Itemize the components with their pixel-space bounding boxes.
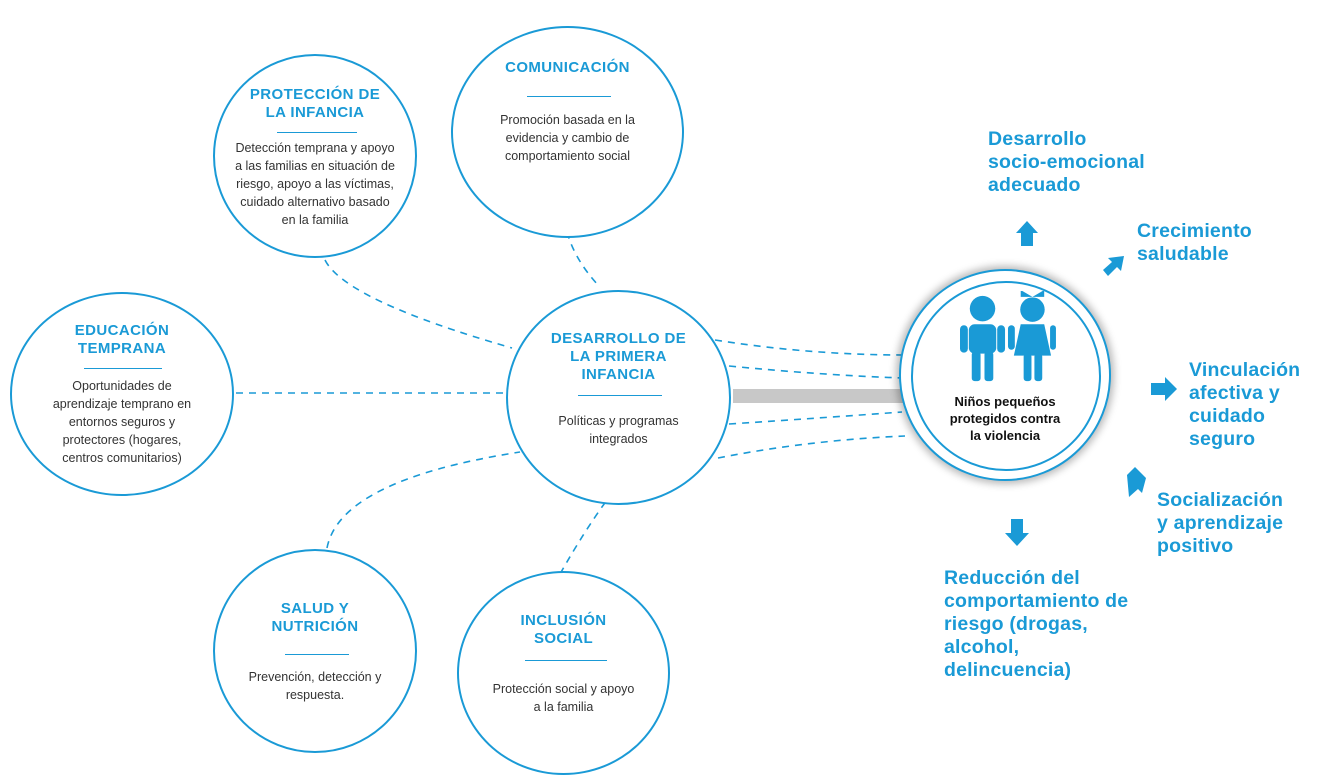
node-title: SALUD Y NUTRICIÓN [271,600,359,635]
arrow-icon [1127,463,1146,497]
node-title: COMUNICACIÓN [505,59,630,76]
node-description: Protección social y apoyo a la familia [492,682,635,714]
hub-circle: Niños pequeños protegidos contra la viol… [899,269,1111,481]
children-icon [960,291,1056,382]
arrow-icon [1016,221,1038,246]
connector-hub-4 [717,435,906,459]
connector-hub-2 [728,365,903,379]
arrow-icon [1151,377,1177,401]
node-inclusion: INCLUSIÓN SOCIAL Protección social y apo… [457,571,670,775]
outcome-socioemocional: Desarrollo socio-emocional adecuado [988,128,1145,196]
node-educacion: EDUCACIÓN TEMPRANA Oportunidades de apre… [10,292,234,496]
node-proteccion: PROTECCIÓN DE LA INFANCIA Detección temp… [213,54,417,258]
node-desarrollo: DESARROLLO DE LA PRIMERA INFANCIA Políti… [506,290,731,505]
node-description: Detección temprana y apoyo a las familia… [235,141,395,227]
connector-comunicacion [566,231,599,286]
hub-inner-ring [911,281,1101,471]
node-divider [578,395,662,396]
node-divider [277,132,357,133]
arrow-icon [1103,256,1124,276]
node-title: EDUCACIÓN TEMPRANA [74,322,170,357]
outcome-reduccion: Reducción del comportamiento de riesgo (… [944,567,1129,681]
connector-salud [326,451,521,549]
hub-label: Niños pequeños protegidos contra la viol… [949,394,1061,443]
outcome-socializacion: Socialización y aprendizaje positivo [1157,489,1284,557]
node-description: Promoción basada en la evidencia y cambi… [500,113,635,163]
node-divider [84,368,162,369]
node-salud: SALUD Y NUTRICIÓN Prevención, detección … [213,549,417,753]
node-divider [285,654,349,655]
node-title: DESARROLLO DE LA PRIMERA INFANCIA [550,330,687,383]
main-connector-bar [733,389,908,403]
connector-inclusion [559,499,608,575]
connector-proteccion [324,259,513,349]
arrow-icon [1005,519,1029,546]
node-title: INCLUSIÓN SOCIAL [520,612,607,647]
node-description: Prevención, detección y respuesta. [248,670,382,702]
node-divider [527,96,611,97]
connector-hub-3 [728,411,903,425]
node-comunicacion: COMUNICACIÓN Promoción basada en la evid… [451,26,684,238]
node-description: Políticas y programas integrados [558,414,679,446]
node-title: PROTECCIÓN DE LA INFANCIA [249,86,381,121]
outcome-vinculacion: Vinculación afectiva y cuidado seguro [1189,359,1301,450]
connector-hub-1 [714,339,906,356]
node-description: Oportunidades de aprendizaje temprano en… [52,379,192,465]
outcome-crecimiento: Crecimiento saludable [1137,220,1252,265]
node-divider [525,660,607,661]
